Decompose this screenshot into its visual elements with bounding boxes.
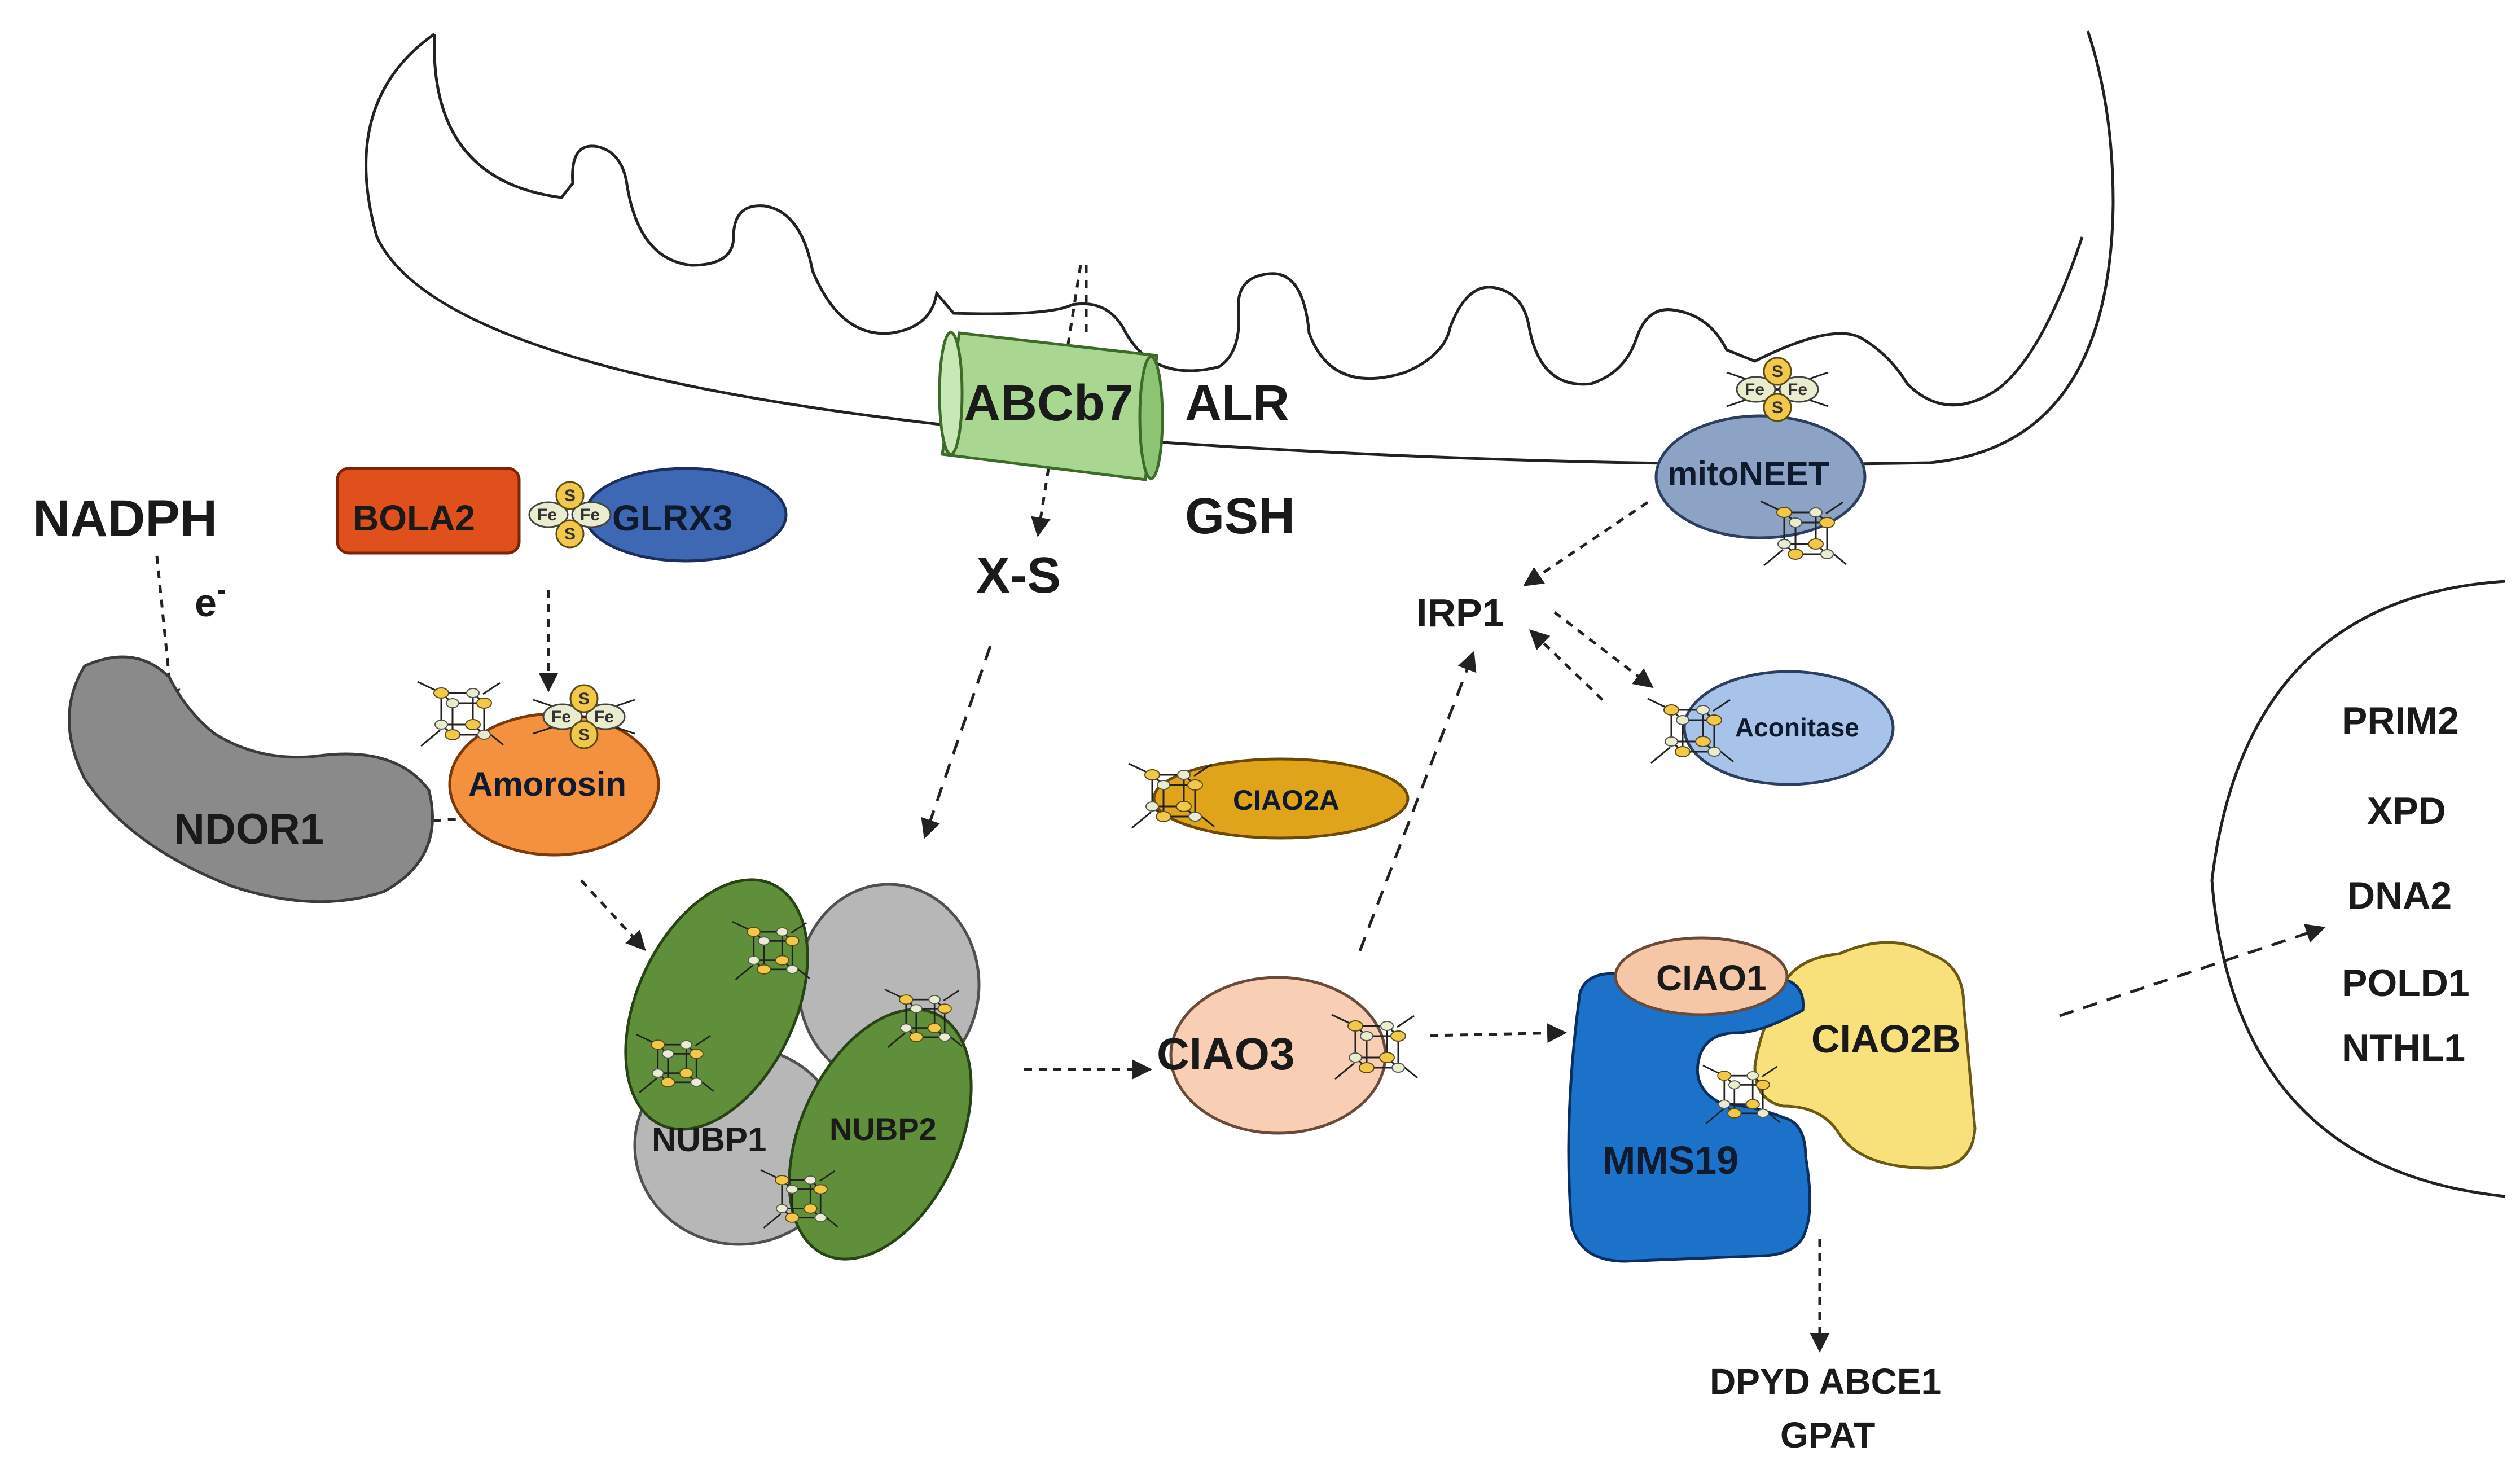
aconitase-protein: Aconitase bbox=[1647, 670, 1895, 786]
nuclear-target: DNA2 bbox=[2347, 874, 2452, 917]
svg-text:S: S bbox=[564, 525, 576, 543]
svg-text:S: S bbox=[1772, 398, 1783, 417]
ciao2a-protein: CIAO2A bbox=[1127, 757, 1410, 840]
nuclear-target: POLD1 bbox=[2342, 962, 2470, 1005]
nuclear-targets-list: PRIM2 XPD DNA2 POLD1 NTHL1 bbox=[2342, 699, 2470, 1069]
arrow-xs-nubp bbox=[921, 646, 992, 839]
alr-label: ALR bbox=[1185, 375, 1289, 432]
svg-text:S: S bbox=[1772, 362, 1783, 381]
mms19-label: MMS19 bbox=[1603, 1138, 1738, 1182]
ciao2b-label: CIAO2B bbox=[1811, 1017, 1960, 1061]
nubp2-subunit bbox=[788, 1008, 973, 1261]
svg-text:S: S bbox=[578, 726, 590, 744]
arrow-amorosin-nubp bbox=[580, 879, 646, 951]
electron-label: e- bbox=[195, 574, 226, 625]
cia-targeting-complex: CIAO1 CIAO2B MMS19 bbox=[1567, 936, 1977, 1263]
bola2-label: BOLA2 bbox=[353, 498, 475, 538]
bola2-glrx3-complex: BOLA2 GLRX3 Fe Fe S S bbox=[336, 467, 788, 563]
amorosin-label: Amorosin bbox=[468, 765, 626, 803]
downstream-targets-line2: GPAT bbox=[1780, 1415, 1875, 1455]
fe2s2-cluster-icon: Fe Fe S S bbox=[1726, 357, 1829, 422]
gsh-label: GSH bbox=[1185, 488, 1295, 545]
ciao3-protein: CIAO3 bbox=[1157, 976, 1419, 1135]
downstream-targets-line1: DPYD ABCE1 bbox=[1710, 1361, 1941, 1402]
xs-label: X-S bbox=[976, 547, 1061, 604]
ciao1-label: CIAO1 bbox=[1656, 958, 1767, 998]
ciao3-label: CIAO3 bbox=[1157, 1029, 1295, 1079]
nubp2-label: NUBP2 bbox=[829, 1111, 937, 1147]
svg-text:Fe: Fe bbox=[594, 708, 614, 726]
svg-text:S: S bbox=[578, 690, 590, 708]
aconitase-label: Aconitase bbox=[1735, 713, 1859, 742]
mitoneet-label: mitoNEET bbox=[1667, 455, 1829, 493]
nubp1-nubp2-complex: NUBP1 NUBP2 bbox=[624, 878, 981, 1261]
electron-charge: - bbox=[217, 574, 226, 606]
ciao1-protein bbox=[1614, 936, 1789, 1016]
bola2-protein bbox=[336, 467, 521, 555]
amorosin-protein: Amorosin Fe Fe S S bbox=[416, 681, 660, 857]
fe4s4-cluster-icon bbox=[416, 681, 504, 747]
nubp1-label: NUBP1 bbox=[652, 1121, 766, 1159]
mitochondrion bbox=[365, 30, 2115, 466]
svg-text:Fe: Fe bbox=[551, 708, 571, 726]
nadph-label: NADPH bbox=[33, 490, 217, 547]
ndor1-label: NDOR1 bbox=[174, 805, 324, 853]
nuclear-target: NTHL1 bbox=[2342, 1027, 2465, 1069]
svg-text:Fe: Fe bbox=[1745, 380, 1764, 399]
arrow-irp1-aconitase bbox=[1553, 611, 1654, 688]
svg-text:S: S bbox=[564, 486, 576, 505]
fe2s2-cluster-icon: Fe Fe S S bbox=[528, 481, 612, 549]
nuclear-target: PRIM2 bbox=[2342, 699, 2459, 742]
irp1-label: IRP1 bbox=[1416, 591, 1504, 635]
electron-symbol: e bbox=[195, 581, 217, 625]
fe2s2-cluster-icon: Fe Fe S S bbox=[533, 684, 635, 749]
arrow-ciao3-mms19 bbox=[1430, 1023, 1567, 1043]
mitoneet-protein: mitoNEET Fe Fe S S bbox=[1654, 357, 1867, 567]
abcb7-transporter: ABCb7 bbox=[938, 331, 1164, 481]
svg-text:Fe: Fe bbox=[580, 506, 600, 524]
ciao2a-label: CIAO2A bbox=[1233, 784, 1340, 816]
arrow-aconitase-irp1 bbox=[1529, 629, 1604, 701]
mitochondrion-cristae bbox=[433, 33, 2084, 407]
mms19-protein bbox=[1567, 972, 1811, 1263]
svg-text:Fe: Fe bbox=[537, 506, 557, 524]
ciao2b-protein bbox=[1753, 941, 1977, 1170]
arrow-ciao3-irp1 bbox=[1358, 651, 1477, 951]
nucleus-membrane bbox=[2210, 580, 2506, 1198]
ndor1-protein: NDOR1 bbox=[68, 655, 434, 903]
glrx3-label: GLRX3 bbox=[612, 498, 732, 538]
arrow-mitoneet-irp1 bbox=[1523, 501, 1649, 586]
svg-text:Fe: Fe bbox=[1788, 380, 1807, 399]
abcb7-label: ABCb7 bbox=[964, 375, 1133, 432]
arrow-ciao2b-nucleus bbox=[2059, 924, 2326, 1017]
nuclear-target: XPD bbox=[2367, 789, 2446, 832]
